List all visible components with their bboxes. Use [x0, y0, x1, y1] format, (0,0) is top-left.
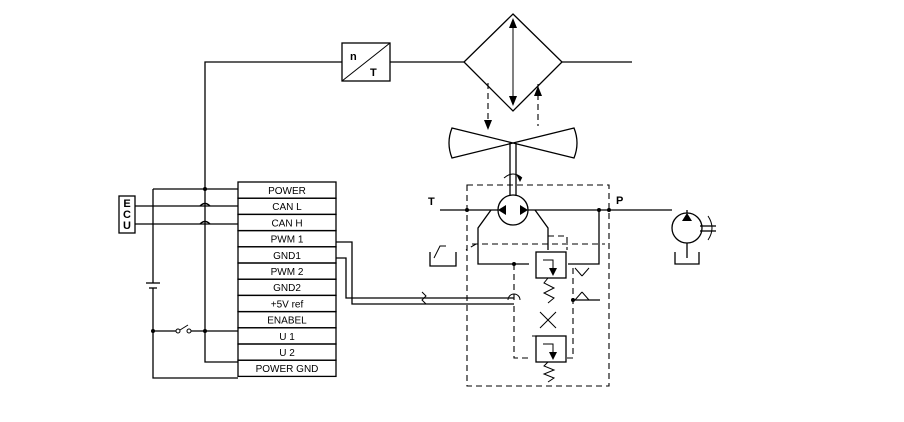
- t-p-lines: T P: [428, 195, 672, 212]
- terminal-label: POWER GND: [256, 364, 319, 375]
- tank-port-label: T: [428, 196, 435, 208]
- internal-circuit: [477, 209, 600, 359]
- terminal-label: +5V ref: [271, 299, 304, 310]
- cooling-fan: [448, 127, 578, 196]
- terminal-label: ENABEL: [267, 316, 307, 327]
- terminal-label: U 1: [279, 332, 295, 343]
- ecu-letter-e: E: [123, 198, 130, 210]
- terminal-label: CAN H: [271, 218, 302, 229]
- terminal-label: GND2: [273, 283, 301, 294]
- n-t-transducer: n T: [341, 42, 391, 82]
- terminal-label: PWM 2: [271, 267, 304, 278]
- heat-exchanger: [463, 13, 563, 130]
- terminal-label: GND1: [273, 251, 301, 262]
- ecu-letter-c: C: [123, 209, 131, 221]
- tank-symbol-left: [429, 245, 457, 267]
- terminal-label: POWER: [268, 186, 306, 197]
- sensor-signal-line: [204, 61, 632, 336]
- terminal-label: CAN L: [272, 202, 302, 213]
- ecu-box: E C U: [118, 195, 136, 234]
- wiring: [135, 187, 514, 379]
- lower-pressure-valve: [535, 311, 567, 383]
- external-pump: [671, 210, 716, 265]
- valve-block: [465, 184, 610, 387]
- transducer-n-label: n: [350, 51, 357, 63]
- terminal-cell: [237, 359, 337, 378]
- terminal-label: PWM 1: [271, 235, 304, 246]
- terminal-label: U 2: [279, 348, 295, 359]
- ecu-letter-u: U: [123, 220, 131, 232]
- upper-pressure-valve: [535, 251, 590, 304]
- transducer-t-label: T: [370, 67, 377, 79]
- pressure-port-label: P: [616, 195, 623, 207]
- hydraulic-motor: [497, 194, 529, 226]
